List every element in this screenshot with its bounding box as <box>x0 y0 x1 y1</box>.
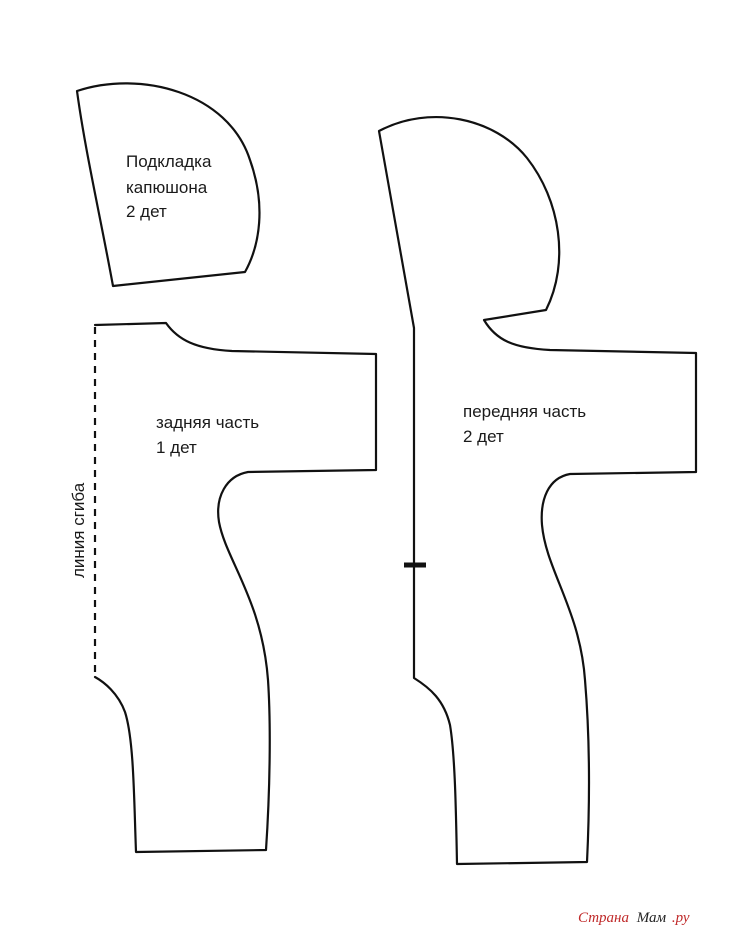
front-piece-label-line-2: 2 дет <box>463 427 504 446</box>
back-piece-label: задняя часть 1 дет <box>156 413 264 457</box>
watermark-text: Страна Мам .ру <box>578 910 690 926</box>
back-piece-label-line-1: задняя часть <box>156 413 259 432</box>
hood-lining-outline <box>75 82 261 288</box>
hood-lining-label: Подкладка капюшона 2 дет <box>126 152 216 221</box>
back-piece-label-line-2: 1 дет <box>156 438 197 457</box>
watermark-part-2: Мам <box>636 910 667 926</box>
front-piece-label-line-1: передняя часть <box>463 402 586 421</box>
fold-line-label: линия сгиба <box>69 482 88 578</box>
hood-lining-label-line-1: Подкладка <box>126 152 212 171</box>
front-piece-label: передняя часть 2 дет <box>463 402 591 446</box>
front-piece-outline <box>377 115 698 866</box>
watermark-part-3: .ру <box>672 910 690 926</box>
back-piece-outline <box>93 321 378 854</box>
hood-lining-label-line-2: капюшона <box>126 178 208 197</box>
watermark-part-1: Страна <box>578 910 629 926</box>
hood-lining-label-line-3: 2 дет <box>126 202 167 221</box>
